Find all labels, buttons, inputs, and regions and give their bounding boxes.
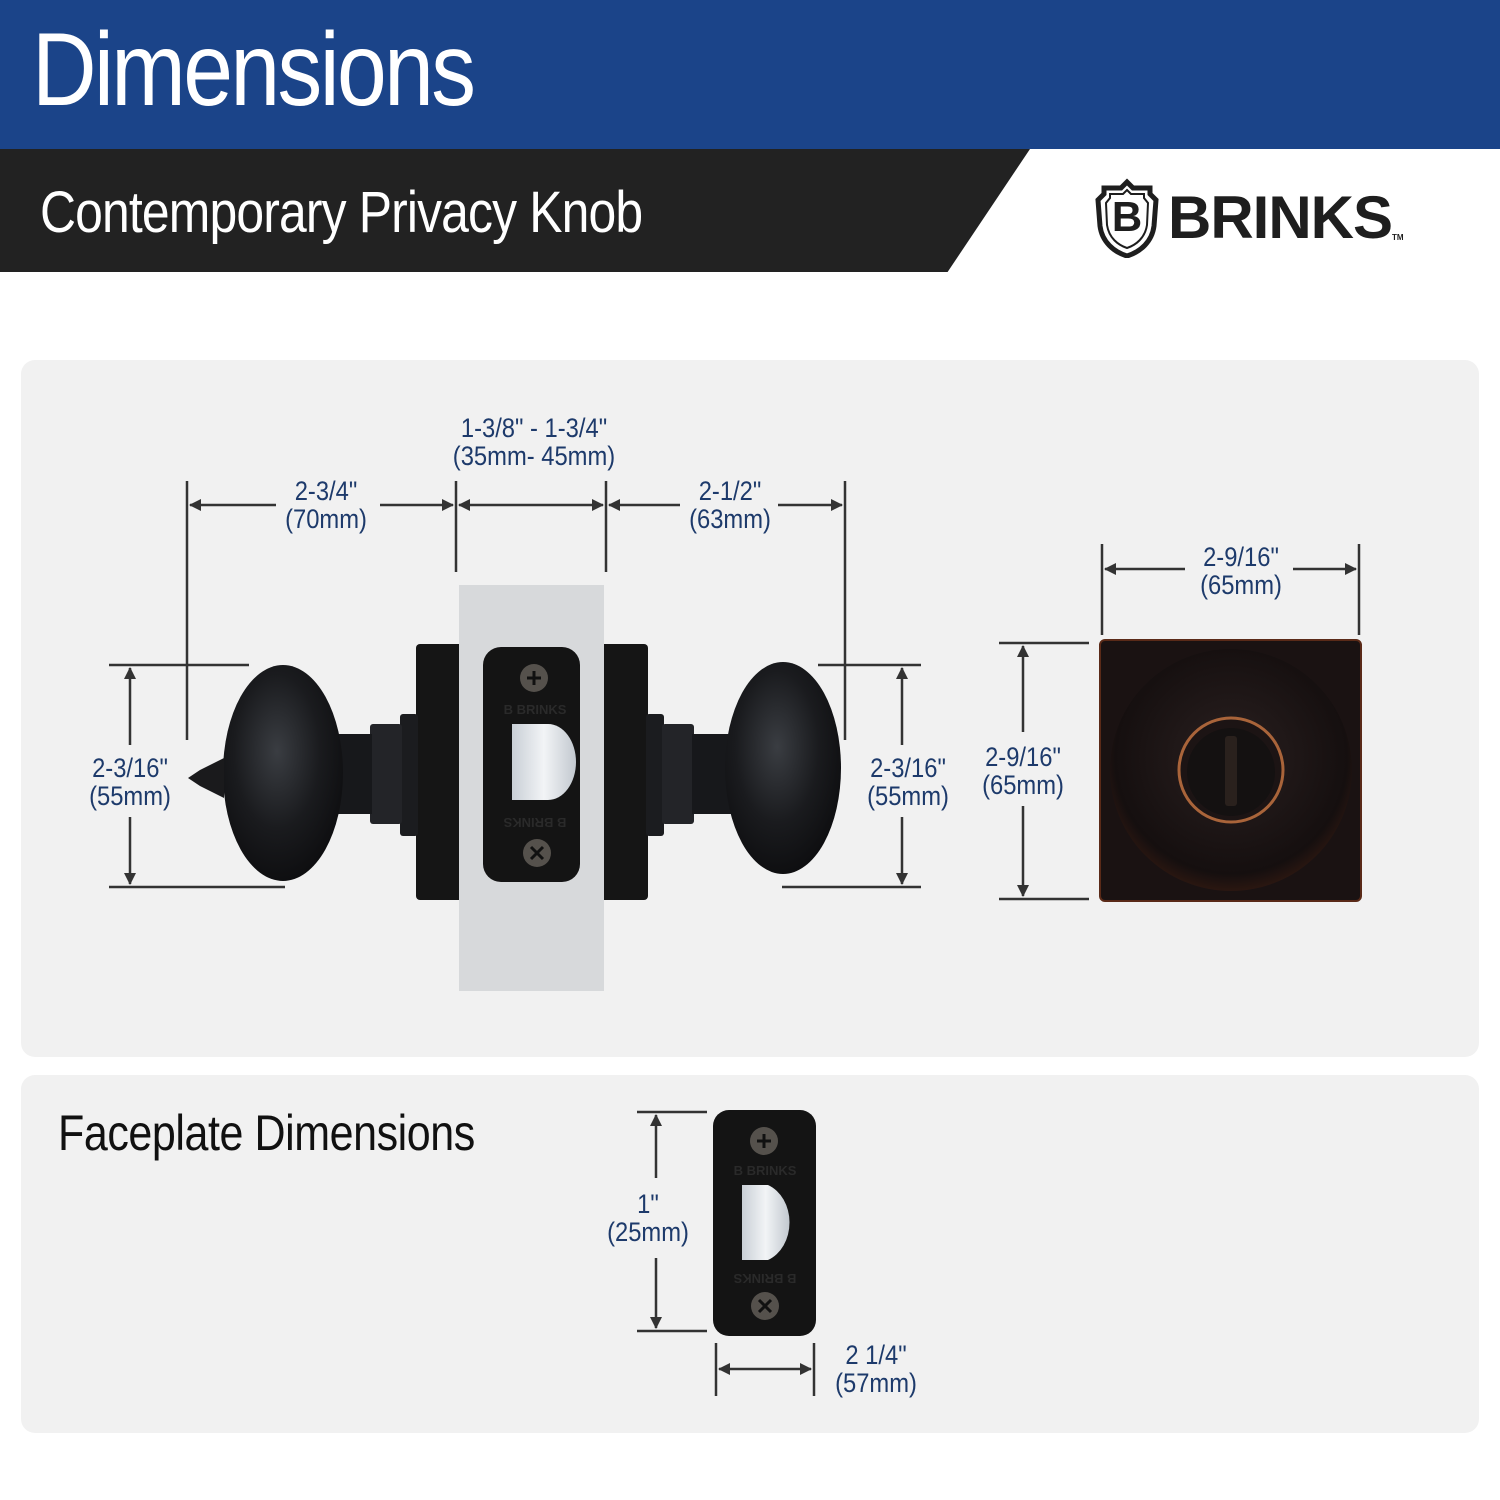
dim-imperial: 2-9/16" <box>985 742 1061 772</box>
rose-width-label: 2-9/16" (65mm) <box>1162 543 1320 599</box>
front-view-rose <box>1099 639 1362 902</box>
trademark: TM <box>1392 233 1404 242</box>
dim-metric: (65mm) <box>1200 570 1282 600</box>
rose-height-label: 2-9/16" (65mm) <box>944 743 1102 799</box>
product-name: Contemporary Privacy Knob <box>40 180 643 245</box>
dimension-lines <box>109 481 1361 1396</box>
dim-metric: (57mm) <box>835 1368 917 1398</box>
svg-text:B BRINKS: B BRINKS <box>504 702 567 717</box>
side-view-lockset: B BRINKS B BRINKS <box>188 585 841 991</box>
faceplate-backset-label: 2 1/4" (57mm) <box>797 1341 955 1397</box>
dim-metric: (55mm) <box>867 781 949 811</box>
dim-metric: (55mm) <box>89 781 171 811</box>
dim-imperial: 2 1/4" <box>845 1340 907 1370</box>
door-thickness-label: 1-3/8" - 1-3/4" (35mm- 45mm) <box>428 414 639 470</box>
faceplate-image: B BRINKS B BRINKS <box>713 1110 816 1336</box>
dim-imperial: 2-3/4" <box>294 476 358 506</box>
dim-imperial: 2-3/16" <box>870 753 946 783</box>
title-bar <box>0 0 1500 149</box>
brinks-logo: B BRINKS TM <box>1092 178 1404 259</box>
badge-letter: B <box>1111 193 1143 240</box>
dim-imperial: 1" <box>637 1189 659 1219</box>
faceplate-title: Faceplate Dimensions <box>58 1105 475 1161</box>
subtitle-bar <box>0 149 1030 272</box>
dim-imperial: 2-9/16" <box>1203 542 1279 572</box>
faceplate-width-label: 1" (25mm) <box>569 1190 727 1246</box>
right-projection-label: 2-1/2" (63mm) <box>651 477 809 533</box>
svg-text:B BRINKS: B BRINKS <box>733 1271 796 1286</box>
dim-imperial: 2-1/2" <box>698 476 762 506</box>
dim-metric: (25mm) <box>607 1217 689 1247</box>
svg-text:B BRINKS: B BRINKS <box>734 1163 797 1178</box>
dim-imperial: 1-3/8" - 1-3/4" <box>460 413 608 443</box>
dim-metric: (35mm- 45mm) <box>452 441 616 471</box>
dim-metric: (65mm) <box>982 770 1064 800</box>
svg-text:B BRINKS: B BRINKS <box>503 815 566 830</box>
brand-wordmark: BRINKS <box>1168 184 1393 251</box>
dim-metric: (63mm) <box>689 504 771 534</box>
page-title: Dimensions <box>32 12 476 128</box>
shield-badge-icon: B <box>1092 178 1162 259</box>
left-projection-label: 2-3/4" (70mm) <box>247 477 405 533</box>
dim-imperial: 2-3/16" <box>92 753 168 783</box>
dim-metric: (70mm) <box>285 504 367 534</box>
right-knob-diameter-label: 2-3/16" (55mm) <box>829 754 987 810</box>
left-knob-diameter-label: 2-3/16" (55mm) <box>51 754 209 810</box>
